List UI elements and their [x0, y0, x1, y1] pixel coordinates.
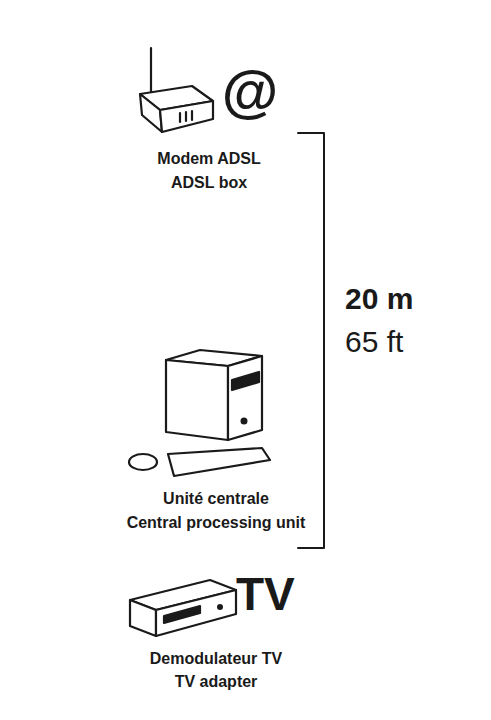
device-label: Central processing unit [127, 514, 306, 532]
modem-icon [140, 48, 213, 132]
at-symbol: @ [222, 58, 279, 125]
device-label: Modem ADSL [157, 150, 260, 168]
device-label: Unité centrale [163, 490, 269, 508]
device-label: TV adapter [175, 673, 258, 691]
dimension-label: 20 m [345, 282, 413, 317]
computer-icon [129, 350, 270, 476]
dimension-label: 65 ft [345, 325, 403, 360]
device-label: Demodulateur TV [150, 650, 282, 668]
device-label: ADSL box [171, 174, 247, 192]
tv-adapter-icon [130, 580, 236, 636]
tv-symbol: TV [236, 568, 295, 621]
dimension-bracket [298, 133, 324, 548]
